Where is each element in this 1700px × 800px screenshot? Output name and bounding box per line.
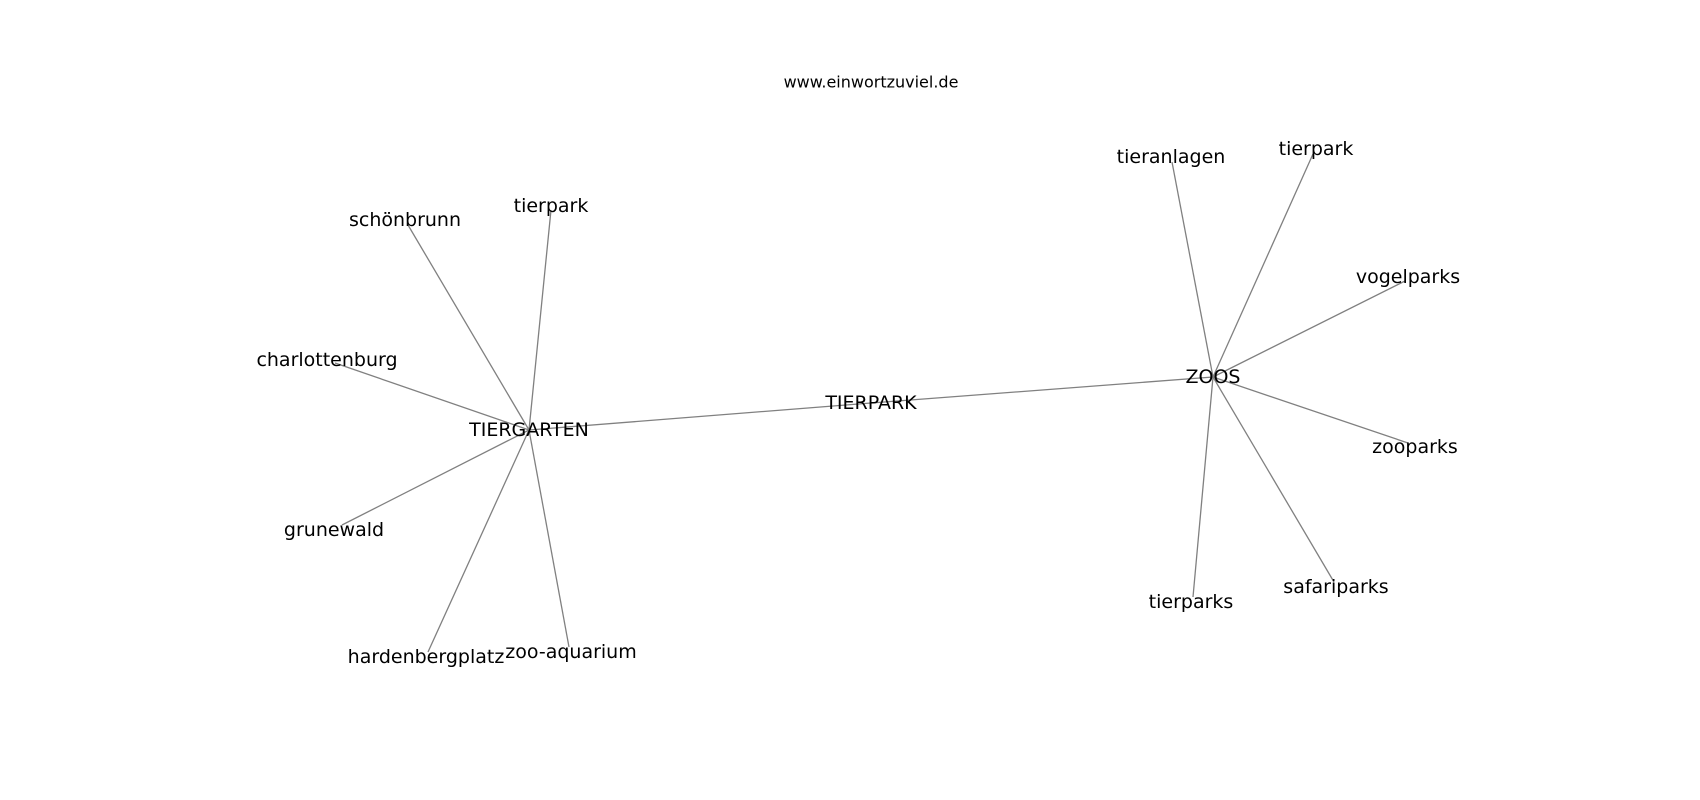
node-zo-zooparks: zooparks: [1372, 436, 1458, 458]
edge-zoos-zo_vogelparks: [1212, 280, 1406, 378]
node-tiergarten: TIERGARTEN: [468, 419, 589, 441]
edge-tiergarten-tg_grunewald: [341, 429, 530, 526]
node-tg-zoo-aquarium: zoo-aquarium: [505, 641, 636, 663]
edge-tiergarten-tg_tierpark: [528, 209, 552, 431]
node-zo-vogelparks: vogelparks: [1356, 266, 1460, 288]
node-zo-tierpark: tierpark: [1279, 138, 1354, 160]
node-zo-tieranlagen: tieranlagen: [1117, 146, 1226, 168]
labels-layer: www.einwortzuviel.de TIERGARTEN TIERPARK Z…: [256, 73, 1460, 669]
node-tg-charlottenburg: charlottenburg: [256, 349, 397, 371]
edges-layer: [334, 153, 1409, 653]
source-watermark: www.einwortzuviel.de: [784, 73, 959, 92]
edge-zoos-zo_tierparks: [1192, 376, 1214, 598]
edge-tiergarten-tg_hardenbergplatz: [427, 429, 530, 653]
node-tg-tierpark: tierpark: [514, 195, 589, 217]
edge-zoos-zo_tieranlagen: [1171, 161, 1214, 378]
node-tg-grunewald: grunewald: [284, 519, 384, 541]
edge-tiergarten-tg_charlottenburg: [334, 362, 530, 431]
edge-zoos-zo_zooparks: [1212, 376, 1409, 444]
node-zoos: ZOOS: [1186, 366, 1241, 388]
edge-tiergarten-tg_schoenbrunn: [407, 224, 530, 431]
node-tg-hardenbergplatz: hardenbergplatz: [348, 646, 505, 668]
edge-zoos-zo_safariparks: [1212, 376, 1335, 583]
edge-tierpark_center-zoos: [870, 376, 1214, 404]
edge-tiergarten-tierpark_center: [528, 402, 872, 431]
node-tierpark-center: TIERPARK: [824, 392, 917, 414]
edge-tiergarten-tg_zoo_aquarium: [528, 429, 570, 648]
node-tg-schoenbrunn: schönbrunn: [349, 209, 461, 231]
node-zo-tierparks: tierparks: [1149, 591, 1234, 613]
node-zo-safariparks: safariparks: [1283, 576, 1388, 598]
edge-zoos-zo_tierpark: [1212, 153, 1314, 378]
